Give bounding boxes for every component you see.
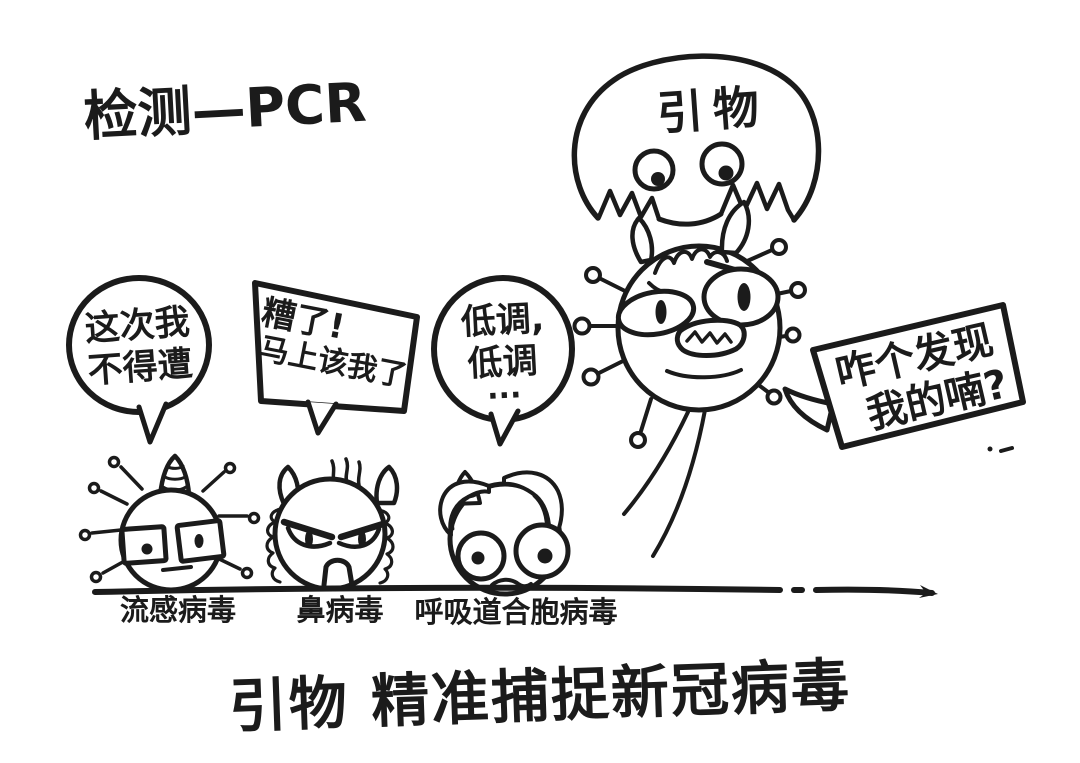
bubble-text: 低调, — [460, 299, 545, 343]
bubble-tail — [136, 401, 169, 445]
bubble-tail — [305, 399, 339, 436]
rsv-hair-left — [438, 479, 491, 537]
comic-title-text: 检测—PCR — [82, 71, 368, 149]
bubble-box — [810, 302, 1026, 450]
rsv-virus: 呼吸道合胞病毒 — [414, 470, 618, 629]
spike-curl — [107, 455, 121, 469]
bubble-text: 这次我 — [84, 302, 192, 349]
spike-line — [99, 489, 129, 506]
bubble-text: ... — [486, 370, 522, 407]
comic-title: 检测—PCR — [82, 71, 368, 149]
flu-horn-stripe — [166, 464, 185, 470]
flu-horn-stripe — [163, 475, 187, 481]
primer-monster: 引物 — [571, 53, 822, 227]
flu-virus: 流感病毒 — [78, 453, 261, 627]
spike-curl — [247, 511, 261, 525]
ink-speck — [987, 446, 993, 452]
rhino-left-brow — [280, 518, 336, 541]
spike-tip — [770, 238, 788, 256]
primer-left-teeth — [596, 188, 662, 222]
spike-line — [201, 470, 226, 493]
flu-spikes — [78, 455, 261, 584]
motion-line — [622, 410, 690, 516]
covid-right-pupil — [737, 283, 751, 311]
spike-tip — [572, 316, 592, 336]
spike-curl — [78, 528, 92, 542]
rhino-right-pupil — [358, 530, 366, 548]
covid-horn-left — [630, 215, 655, 265]
spike-curl — [87, 481, 101, 495]
covid-spikes — [572, 238, 807, 449]
ground-arrowhead — [919, 585, 938, 598]
primer-right-pupil — [718, 165, 734, 181]
rhino-label: 鼻病毒 — [296, 593, 383, 627]
rhino-fur-left — [265, 507, 283, 584]
primer-left-pupil — [651, 172, 665, 186]
bubble-text: 低调 — [467, 341, 539, 385]
spike-line — [119, 465, 144, 491]
spike-tip — [629, 431, 647, 449]
spike-tip — [581, 367, 601, 387]
covid-horn-right — [719, 199, 752, 256]
covid-speech-bubble: 咋个发现 我的喃? — [782, 302, 1026, 453]
spike-line — [743, 248, 774, 264]
spike-curl — [240, 566, 254, 580]
rhino-hair-squiggle — [356, 460, 362, 487]
spike-line — [639, 397, 653, 433]
covid-mouth — [674, 317, 747, 358]
caption: 引物 精准捕捉新冠病毒 — [228, 651, 852, 741]
spike-line — [90, 528, 123, 535]
primer-right-teeth — [718, 180, 797, 223]
flu-mouth — [161, 565, 193, 572]
rhino-left-pupil — [305, 530, 313, 548]
flu-speech-bubble: 这次我 不得遭 — [66, 275, 212, 445]
ground — [92, 584, 938, 598]
rhino-speech-bubble: 糟了! 马上该我了 — [252, 280, 420, 436]
spike-curl — [89, 570, 103, 584]
bubble-box — [252, 280, 420, 414]
rsv-right-pupil — [537, 548, 553, 564]
motion-line — [651, 408, 707, 558]
rsv-left-pupil — [471, 551, 485, 565]
rhino-left-eye — [285, 525, 333, 549]
spike-tip — [584, 266, 602, 284]
covid-chin — [665, 368, 743, 380]
rhino-horn-right — [374, 464, 400, 506]
primer-lower-lip — [656, 211, 724, 227]
flu-left-pupil — [141, 543, 153, 555]
flu-label: 流感病毒 — [120, 593, 236, 627]
spike-tip — [765, 388, 783, 406]
ink-speck — [999, 446, 1014, 453]
rhino-nose — [321, 557, 355, 588]
rhino-fur-right — [377, 508, 395, 585]
bubble-text: 不得遭 — [86, 344, 194, 391]
covid-virus — [572, 199, 807, 558]
covid-left-pupil — [655, 300, 667, 324]
spike-tip — [789, 281, 807, 299]
caption-text: 引物 精准捕捉新冠病毒 — [228, 651, 852, 741]
spike-tip — [784, 326, 802, 344]
rhino-virus: 鼻病毒 — [265, 457, 400, 627]
rsv-speech-bubble: 低调, 低调 ... — [431, 275, 575, 447]
flu-right-pupil — [194, 534, 204, 548]
covid-teeth — [685, 330, 733, 345]
rsv-label: 呼吸道合胞病毒 — [414, 595, 617, 629]
covid-hair — [653, 247, 729, 275]
spike-line — [599, 277, 627, 293]
rsv-hair-left-line — [451, 496, 470, 531]
bubble-tail — [782, 386, 836, 433]
bubble-tail — [488, 408, 521, 447]
spike-curl — [223, 461, 237, 475]
primer-label: 引物 — [655, 79, 770, 141]
ground-dash-long — [813, 586, 935, 596]
spike-line — [597, 359, 625, 375]
ground-line — [92, 584, 783, 595]
